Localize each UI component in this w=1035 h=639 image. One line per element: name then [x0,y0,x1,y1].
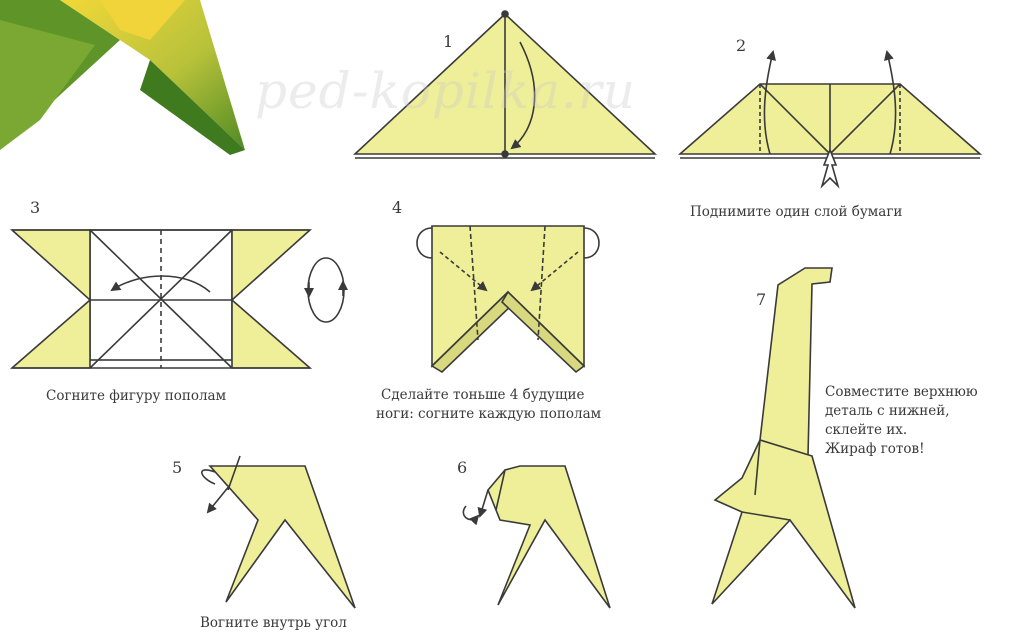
step-5-number: 5 [172,458,182,477]
step-6-diagram [463,466,610,608]
step-4-number: 4 [392,198,402,217]
step-3-caption: Согните фигуру пополам [46,387,226,406]
step-3-number: 3 [30,198,40,217]
step-2-number: 2 [736,36,746,55]
step-2-caption: Поднимите один слой бумаги [690,203,902,222]
step-7-caption-line-2: деталь с нижней, [825,402,950,421]
step-7-caption-line-4: Жираф готов! [825,440,925,459]
step-5-caption: Вогните внутрь угол [200,614,347,633]
step-1-number: 1 [443,32,453,51]
step-5-diagram [202,456,355,608]
step-4-caption-line-1: Сделайте тоньше 4 будущие [381,386,585,405]
step-7-caption-line-3: склейте их. [825,421,907,440]
watermark: ped-kopilka.ru [255,62,636,120]
decorative-star-image [0,0,245,155]
step-6-number: 6 [457,458,467,477]
step-4-caption-line-2: ноги: согните каждую пополам [376,405,601,424]
step-7-number: 7 [756,290,766,309]
step-4-diagram [417,226,599,372]
step-3-diagram [12,230,344,368]
step-7-caption-line-1: Совместите верхнюю [825,383,978,402]
step-2-diagram [680,52,980,186]
